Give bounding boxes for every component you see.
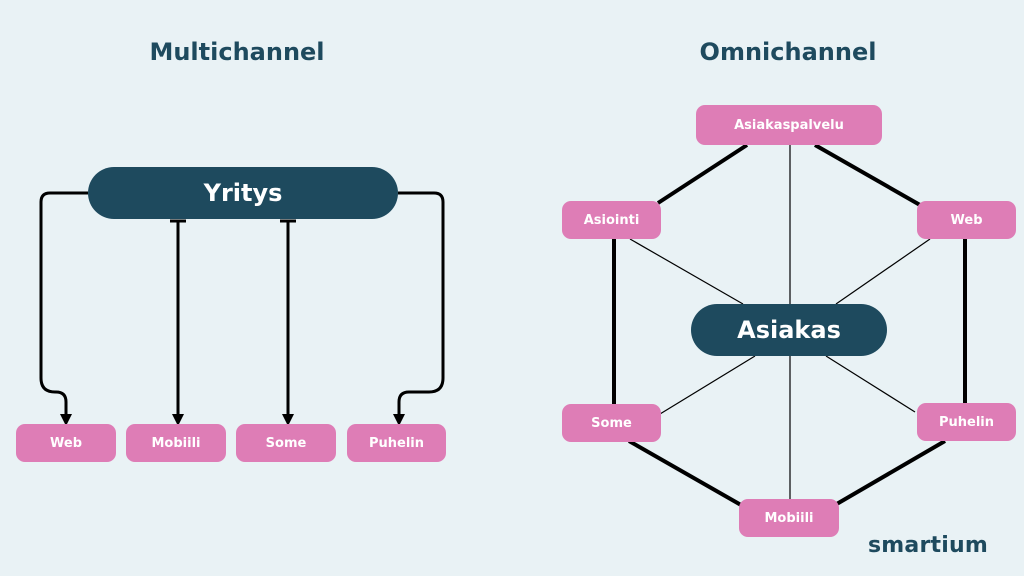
- smartium-logo: smartium: [868, 533, 988, 558]
- connector-yritys-puhelin: [393, 191, 445, 426]
- omnichannel-asiointi-node: Asiointi: [562, 201, 661, 239]
- connector-yritys-web: [39, 191, 88, 426]
- omnichannel-puhelin-node: Puhelin: [917, 403, 1016, 441]
- omnichannel-ring: [612, 143, 967, 507]
- omnichannel-asiakaspalvelu-node: Asiakaspalvelu: [696, 105, 882, 145]
- yritys-node: Yritys: [88, 167, 398, 219]
- asiakas-node: Asiakas: [691, 304, 887, 356]
- multichannel-connectors: [39, 191, 445, 426]
- omnichannel-web-node: Web: [917, 201, 1016, 239]
- multichannel-some-node: Some: [236, 424, 336, 462]
- multichannel-mobiili-node: Mobiili: [126, 424, 226, 462]
- omnichannel-title: Omnichannel: [699, 38, 877, 66]
- multichannel-title: Multichannel: [149, 38, 325, 66]
- multichannel-web-node: Web: [16, 424, 116, 462]
- omnichannel-spokes: [629, 145, 931, 500]
- omnichannel-some-node: Some: [562, 404, 661, 442]
- omnichannel-mobiili-node: Mobiili: [739, 499, 839, 537]
- multichannel-puhelin-node: Puhelin: [347, 424, 446, 462]
